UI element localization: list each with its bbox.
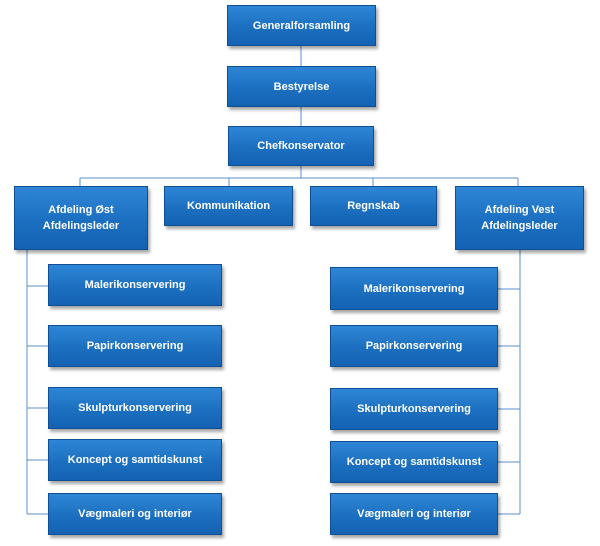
box-label: Chefkonservator: [257, 140, 345, 152]
box-label: Afdeling Øst Afdelingsleder: [42, 204, 120, 232]
box-label: Bestyrelse: [273, 80, 330, 93]
box-east-unit: Vægmaleri og interiør: [48, 493, 222, 535]
box-label: Malerikonservering: [363, 282, 465, 295]
box-label: Kommunikation: [186, 200, 271, 212]
box-west-unit: Vægmaleri og interiør: [330, 493, 498, 535]
box-label: Malerikonservering: [84, 279, 186, 291]
box-chefkonservator: Chefkonservator: [228, 126, 374, 166]
box-label: Skulpturkonservering: [357, 403, 471, 415]
box-kommunikation: Kommunikation: [164, 186, 293, 226]
box-label: Papirkonservering: [365, 340, 463, 352]
box-west-unit: Koncept og samtidskunst: [330, 441, 498, 483]
box-label: Generalforsamling: [252, 19, 351, 32]
box-bestyrelse: Bestyrelse: [227, 66, 376, 107]
box-label: Afdeling Vest Afdelingsleder: [481, 204, 558, 232]
box-west-unit: Papirkonservering: [330, 325, 498, 367]
box-east-unit: Koncept og samtidskunst: [48, 439, 222, 481]
box-label: Koncept og samtidskunst: [67, 454, 203, 466]
box-regnskab: Regnskab: [310, 186, 437, 226]
box-label: Vægmaleri og interiør: [78, 508, 192, 520]
box-label: Papirkonservering: [86, 340, 184, 352]
box-afdeling-oest: Afdeling Øst Afdelingsleder: [14, 186, 148, 250]
box-generalforsamling: Generalforsamling: [227, 5, 376, 46]
box-west-unit: Malerikonservering: [330, 267, 498, 310]
box-label: Vægmaleri og interiør: [357, 508, 471, 520]
box-west-unit: Skulpturkonservering: [330, 388, 498, 430]
box-label: Skulpturkonservering: [78, 402, 192, 414]
box-east-unit: Skulpturkonservering: [48, 387, 222, 429]
box-afdeling-vest: Afdeling Vest Afdelingsleder: [455, 186, 584, 250]
box-label: Regnskab: [347, 200, 400, 212]
box-east-unit: Malerikonservering: [48, 264, 222, 306]
box-east-unit: Papirkonservering: [48, 325, 222, 367]
box-label: Koncept og samtidskunst: [346, 456, 482, 468]
